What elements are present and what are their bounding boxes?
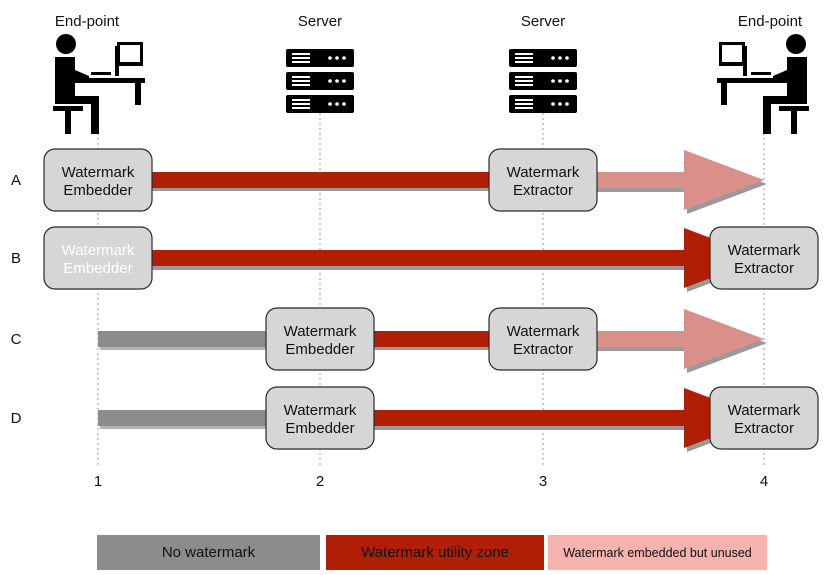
person-at-computer-icon [53, 34, 145, 134]
box-title: Watermark [62, 164, 135, 181]
box-frame [709, 226, 819, 290]
flow-arrow-utility [320, 388, 764, 448]
column-header-1: End-point [55, 13, 120, 30]
box-title: Watermark [284, 323, 357, 340]
row-label: A [11, 172, 21, 189]
box-role: Embedder [63, 260, 132, 277]
box-frame [265, 386, 375, 450]
box-frame [488, 307, 598, 371]
server-rack-icon [286, 49, 354, 113]
legend-unused: Watermark embedded but unused [548, 535, 767, 570]
flow-bar-utility [320, 331, 543, 347]
box-frame [709, 386, 819, 450]
box-title: Watermark [507, 323, 580, 340]
column-number-2: 2 [316, 473, 324, 490]
box-frame [43, 148, 153, 212]
legend-none: No watermark [97, 535, 320, 570]
column-headers: End-point Server Server End-point [53, 13, 809, 134]
box-frame [488, 148, 598, 212]
column-numbers: 1 2 3 4 [94, 473, 768, 490]
box-title: Watermark [728, 402, 801, 419]
legend-label: Watermark utility zone [361, 544, 509, 561]
column-number-1: 1 [94, 473, 102, 490]
server-rack-icon [509, 49, 577, 113]
box-role: Embedder [63, 182, 132, 199]
row-label: B [11, 250, 21, 267]
person-at-computer-icon [717, 34, 809, 134]
box-title: Watermark [728, 242, 801, 259]
box-role: Extractor [513, 182, 573, 199]
column-header-4: End-point [738, 13, 803, 30]
box-role: Embedder [285, 420, 354, 437]
flow-bar-none [98, 331, 320, 347]
row-label: C [11, 331, 22, 348]
legend-label: No watermark [161, 544, 256, 561]
row-label: D [11, 410, 22, 427]
column-number-4: 4 [760, 473, 768, 490]
box-title: Watermark [284, 402, 357, 419]
box-role: Extractor [734, 420, 794, 437]
flow-arrow-utility [98, 228, 764, 288]
box-role: Embedder [285, 341, 354, 358]
flow-bar-utility [98, 172, 543, 188]
legend-utility: Watermark utility zone [326, 535, 544, 570]
column-header-2: Server [298, 13, 342, 30]
box-frame [265, 307, 375, 371]
flow-bar-none [98, 410, 320, 426]
column-header-3: Server [521, 13, 565, 30]
box-role: Extractor [734, 260, 794, 277]
flow-arrow-unused [543, 309, 764, 369]
column-number-3: 3 [539, 473, 547, 490]
box-role: Extractor [513, 341, 573, 358]
box-title: Watermark [507, 164, 580, 181]
flow-arrow-unused [543, 150, 764, 210]
box-frame [43, 226, 153, 290]
box-title: Watermark [62, 242, 135, 259]
legend-label: Watermark embedded but unused [563, 545, 752, 560]
